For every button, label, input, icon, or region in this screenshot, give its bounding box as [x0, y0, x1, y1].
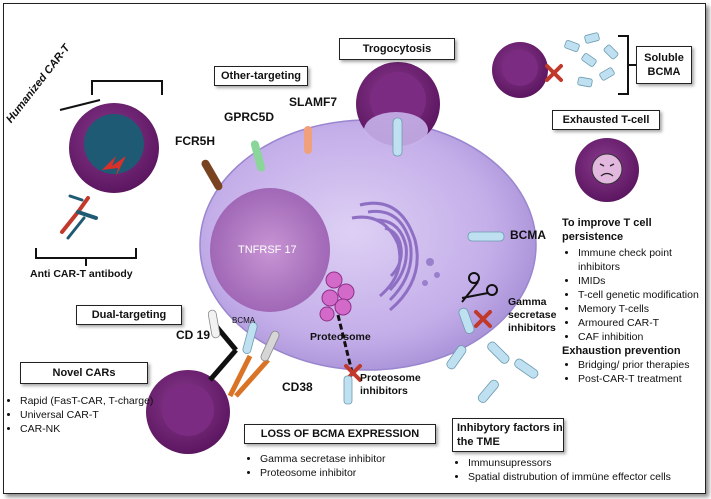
- anti-cart-antibody-label: Anti CAR-T antibody: [30, 268, 133, 280]
- loss-bcma-item: Proteosome inhibitor: [260, 466, 444, 480]
- gamma-secretase-text: Gamma secretase inhibitors: [508, 296, 557, 334]
- improve-tcell-item: CAF inhibition: [578, 330, 704, 344]
- antibody-icon: [60, 194, 98, 240]
- fcr5h-receptor: [201, 159, 223, 191]
- shed-bcma-fragments: [446, 307, 539, 403]
- improve-tcell-item: Immune check point inhibitors: [578, 246, 704, 274]
- exhaustion-prevention-item: Post-CAR-T treatment: [578, 372, 704, 386]
- tnfrsf17-label: TNFRSF 17: [238, 244, 297, 256]
- dual-targeting-box: Dual-targeting: [76, 305, 182, 325]
- bcma-receptor: [467, 231, 505, 242]
- scissors-icon: [461, 272, 498, 303]
- loss-bcma-list: Gamma secretase inhibitor Proteosome inh…: [244, 452, 444, 480]
- gprc5d-label: GPRC5D: [224, 110, 275, 124]
- trogocytosis-cell: [356, 62, 440, 157]
- cd19-label: CD 19: [176, 328, 211, 342]
- inhibitory-factor-item: Immunsupressors: [468, 456, 702, 470]
- novel-cars-box: Novel CARs: [20, 362, 148, 384]
- cd38-label: CD38: [282, 380, 313, 394]
- inhibitory-factor-item: Spatial distrubution of immüne effector …: [468, 470, 702, 484]
- novel-car-item: Universal CAR-T: [20, 408, 164, 422]
- bcma-label: BCMA: [510, 228, 546, 242]
- vesicle: [426, 258, 434, 266]
- vesicle: [434, 272, 440, 278]
- improve-tcell-item: T-cell genetic modification: [578, 288, 704, 302]
- red-x-icon: [545, 64, 563, 82]
- gamma-secretase-label: Gamma secretase inhibitors: [508, 296, 568, 335]
- fcr5h-label: FCR5H: [175, 134, 216, 148]
- proteosome-inhibitors-text: Proteosome inhibitors: [360, 372, 421, 397]
- loss-bcma-box: LOSS OF BCMA EXPRESSION: [244, 424, 436, 444]
- plasma-cell-nucleus: [210, 188, 330, 312]
- novel-cars-list: Rapid (FasT-CAR, T-charge) Universal CAR…: [4, 394, 164, 436]
- red-x-icon: [474, 310, 492, 328]
- bcma-fragment: [343, 375, 353, 405]
- novel-car-item: Rapid (FasT-CAR, T-charge): [20, 394, 164, 408]
- improve-tcell-item: Memory T-cells: [578, 302, 704, 316]
- soluble-bcma-label: Soluble BCMA: [644, 52, 684, 78]
- bracket: [35, 248, 137, 266]
- trogocytosis-box: Trogocytosis: [339, 38, 455, 60]
- slamf7-receptor: [304, 126, 312, 154]
- vesicle: [422, 280, 428, 286]
- proteosome-label: Proteosome: [310, 331, 371, 343]
- proteosome-icon: [319, 271, 355, 322]
- exhausted-tcell: [575, 138, 639, 202]
- soluble-bcma-fragments: [564, 32, 619, 88]
- soluble-bcma-cell: [492, 42, 548, 98]
- improve-tcell-title: To improve T cell persistence: [562, 217, 652, 243]
- exhausted-tcell-box: Exhausted T-cell: [552, 110, 660, 130]
- bracket: [59, 80, 163, 111]
- improve-tcell-item: IMIDs: [578, 274, 704, 288]
- soluble-bcma-box: Soluble BCMA: [636, 46, 692, 84]
- inhibitory-factors-title: Inhibytory factors in the TME: [457, 422, 563, 448]
- humanized-cart-cell: [69, 103, 159, 193]
- inhibitory-factors-box: Inhibytory factors in the TME: [452, 418, 564, 452]
- improve-tcell-item: Armoured CAR-T: [578, 316, 704, 330]
- other-targeting-box: Other-targeting: [214, 66, 308, 86]
- slamf7-label: SLAMF7: [289, 95, 337, 109]
- exhaustion-prevention-title: Exhaustion prevention: [562, 345, 681, 357]
- improve-tcell-panel: To improve T cell persistence Immune che…: [562, 216, 704, 386]
- inhibitory-factors-list: Immunsupressors Spatial distrubution of …: [452, 456, 702, 484]
- bcma-small-label: BCMA: [232, 316, 256, 325]
- novel-car-item: CAR-NK: [20, 422, 164, 436]
- gprc5d-receptor: [250, 140, 266, 172]
- golgi-apparatus: [351, 201, 419, 312]
- dual-targeting-car-cell: [146, 309, 280, 454]
- bracket: [618, 35, 636, 95]
- loss-bcma-item: Gamma secretase inhibitor: [260, 452, 444, 466]
- proteosome-inhibitors-label: Proteosome inhibitors: [360, 372, 440, 398]
- proteosome-inhibitor-line: [336, 314, 354, 373]
- exhaustion-prevention-item: Bridging/ prior therapies: [578, 358, 704, 372]
